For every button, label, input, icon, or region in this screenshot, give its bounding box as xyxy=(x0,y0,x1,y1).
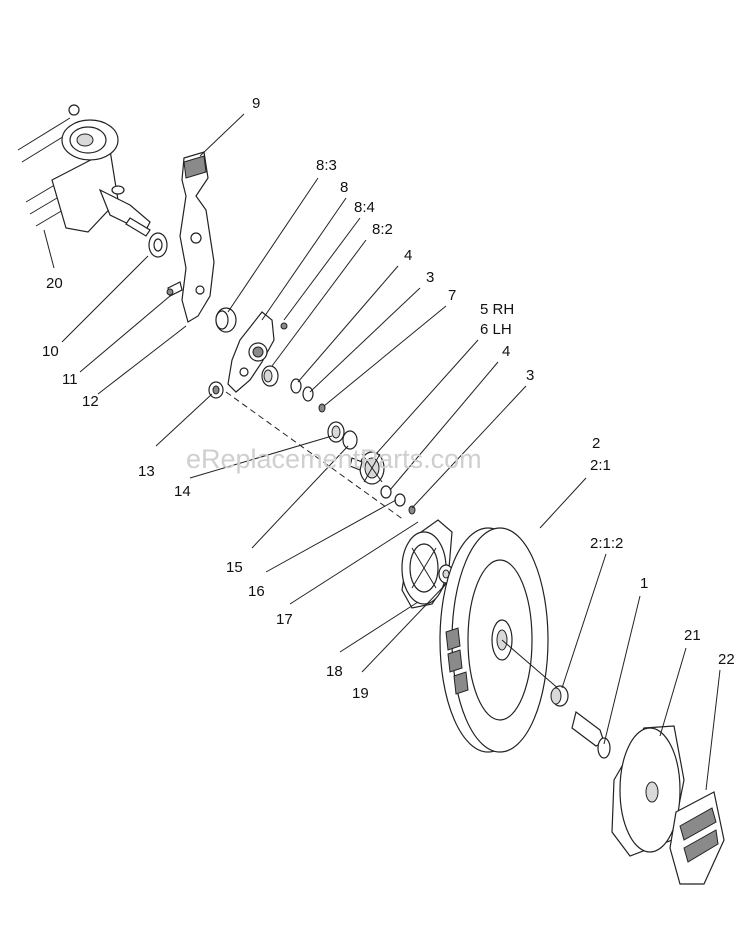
washer-part-16 xyxy=(394,493,406,507)
callout-labels: 9 8:3 8 8:4 8:2 4 3 7 5 RH 6 LH 4 3 2 2:… xyxy=(42,95,735,702)
bushing-part-8-2 xyxy=(261,365,279,387)
washer-part-10 xyxy=(148,232,168,258)
callout-19: 19 xyxy=(352,685,369,702)
shoulder-bolt-part-1 xyxy=(571,710,611,759)
callout-2-1-2: 2:1:2 xyxy=(590,535,623,552)
callout-16: 16 xyxy=(248,583,265,600)
callout-8-4: 8:4 xyxy=(354,199,375,216)
callout-13: 13 xyxy=(138,463,155,480)
callout-14: 14 xyxy=(174,483,191,500)
pinion-gear-part-5-6 xyxy=(349,451,385,485)
callout-18: 18 xyxy=(326,663,343,680)
axle-centerline xyxy=(225,391,405,521)
callout-5-rh: 5 RH xyxy=(480,301,514,318)
callout-17: 17 xyxy=(276,611,293,628)
hub-cap-part-21 xyxy=(611,725,685,857)
washer-part-4-b xyxy=(380,485,392,499)
callout-4-upper: 4 xyxy=(404,247,412,264)
clip-part-3-b xyxy=(408,505,416,515)
bearing-part-14 xyxy=(327,421,345,443)
callout-10: 10 xyxy=(42,343,59,360)
callout-12: 12 xyxy=(82,393,99,410)
callout-8-3: 8:3 xyxy=(316,157,337,174)
callout-3-lower: 3 xyxy=(526,367,534,384)
callout-2: 2 xyxy=(592,435,600,452)
callout-15: 15 xyxy=(226,559,243,576)
watermark-text: eReplacementParts.com xyxy=(186,444,482,474)
callout-21: 21 xyxy=(684,627,701,644)
nut-part-13 xyxy=(208,381,224,399)
callout-6-lh: 6 LH xyxy=(480,321,512,338)
decal-part-22 xyxy=(669,791,725,885)
pivot-arm-part-8 xyxy=(227,311,275,393)
wheel-gear-cup-part-18 xyxy=(401,519,453,609)
washer-part-4 xyxy=(290,378,302,394)
adjuster-bracket-part-12 xyxy=(179,151,215,323)
callout-1: 1 xyxy=(640,575,648,592)
callout-2-1: 2:1 xyxy=(590,457,611,474)
washer-part-3 xyxy=(302,386,314,402)
callout-20: 20 xyxy=(46,275,63,292)
clip-part-7 xyxy=(318,403,326,413)
transmission-assembly xyxy=(17,104,151,237)
bushing-part-2-1-2 xyxy=(550,685,569,707)
bolt-part-11 xyxy=(166,281,183,297)
callout-9: 9 xyxy=(252,95,260,112)
callout-8: 8 xyxy=(340,179,348,196)
wheel-part-2 xyxy=(439,527,561,753)
callout-22: 22 xyxy=(718,651,735,668)
callout-3-upper: 3 xyxy=(426,269,434,286)
callout-4-lower: 4 xyxy=(502,343,510,360)
callout-11: 11 xyxy=(62,371,78,388)
leader-lines xyxy=(43,113,721,791)
callout-7: 7 xyxy=(448,287,456,304)
spacer-part-8-3 xyxy=(215,307,237,333)
bearing-part-8-4 xyxy=(280,322,288,330)
spacer-part-15 xyxy=(342,430,358,450)
callout-8-2: 8:2 xyxy=(372,221,393,238)
